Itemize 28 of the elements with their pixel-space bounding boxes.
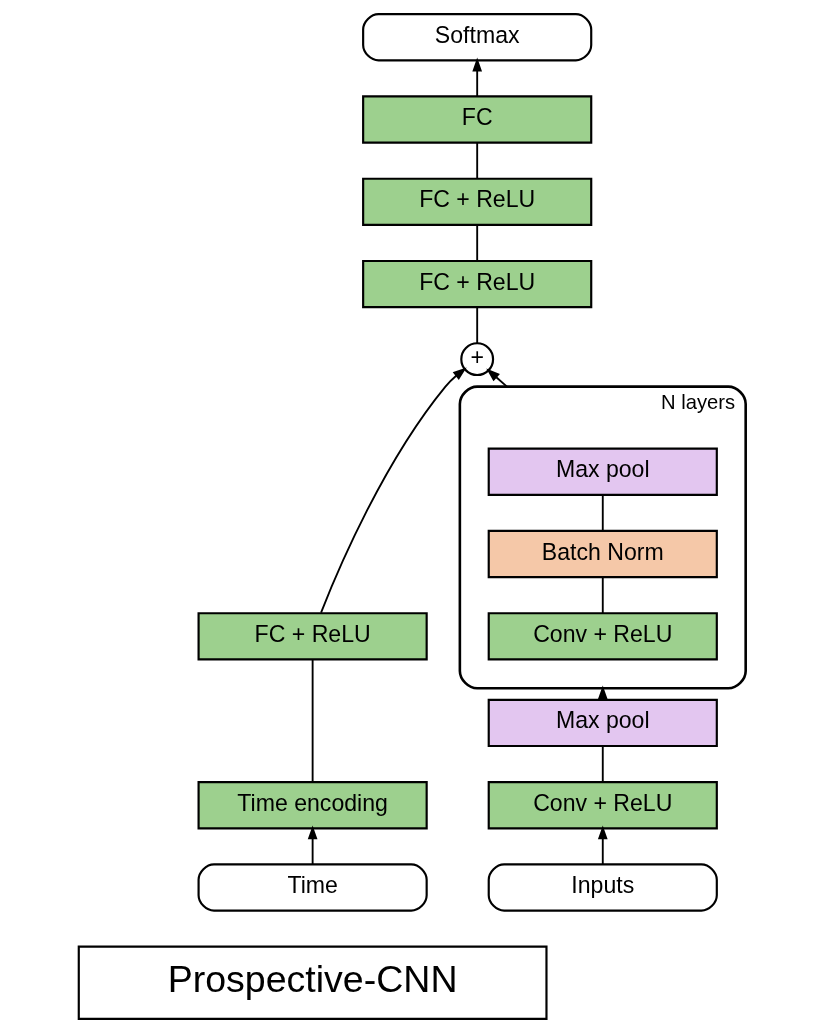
node-label: N layers [660,390,735,413]
node-box: Conv + ReLU [487,612,718,661]
node-box: Batch Norm [487,529,718,579]
node-box: Time encoding [197,781,428,830]
node-box: Max pool [487,447,718,496]
node-box: Inputs [487,863,718,912]
connector [601,576,604,615]
arrow [307,825,317,866]
connector [311,658,314,783]
arrow [319,367,467,614]
cluster [458,385,747,690]
connector [601,493,604,532]
connector [475,224,478,262]
connector [475,306,478,345]
node-box: FC + ReLU [361,177,592,226]
arrow [597,825,608,866]
node-box: Time [197,863,428,912]
node-circle: + [459,342,494,377]
node-box: FC + ReLU [361,259,592,309]
node-box: FC + ReLU [197,612,428,661]
connector [475,141,478,180]
arrow [485,368,508,388]
node-box: Softmax [361,13,592,62]
arrow [471,57,482,98]
connector [601,745,604,783]
node-box: FC [361,95,592,144]
node-box: Prospective-CNN [77,945,548,1020]
node-box: Conv + ReLU [487,781,718,830]
